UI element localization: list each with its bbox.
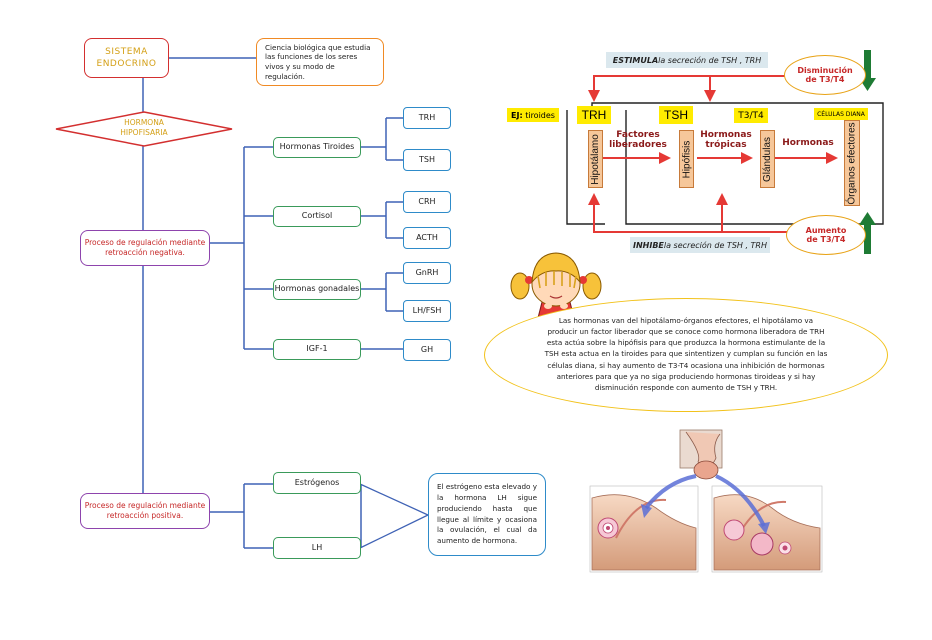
- organ-hipotalamo: Hipotálamo: [588, 130, 603, 188]
- hormone-crh: CRH: [403, 191, 451, 213]
- inhibit-text: la secreción de TSH , TRH: [663, 240, 767, 250]
- decrease-label: Disminución de T3/T4: [797, 65, 853, 84]
- organ-glandulas: Glándulas: [760, 130, 775, 188]
- group-label: Hormonas gonadales: [274, 284, 360, 294]
- arrow-label-hormonas: Hormonas: [782, 138, 834, 148]
- decrease-t3-t4: Disminución de T3/T4: [784, 55, 866, 95]
- group-label: Cortisol: [301, 211, 333, 221]
- root-node-sistema-endocrino: SISTEMA ENDOCRINO: [84, 38, 169, 78]
- definition-box: Ciencia biológica que estudia las funcio…: [256, 38, 384, 86]
- tag-label: TSH: [664, 108, 688, 122]
- increase-label: Aumento de T3/T4: [805, 225, 847, 244]
- tag-celulas-diana: CÉLULAS DIANA: [814, 108, 868, 120]
- root-node-label: SISTEMA ENDOCRINO: [96, 46, 157, 69]
- item-label: Estrógenos: [294, 477, 340, 487]
- definition-text: Ciencia biológica que estudia las funcio…: [265, 42, 371, 81]
- negative-feedback-process: Proceso de regulación mediante retroacci…: [80, 230, 210, 266]
- organ-label: Órganos efectores: [846, 121, 858, 205]
- item-estrogenos: Estrógenos: [273, 472, 361, 494]
- explanation-text: Las hormonas van del hipotálamo-órganos …: [544, 316, 828, 392]
- organ-label: Hipófisis: [681, 140, 693, 178]
- hormone-lh-fsh: LH/FSH: [403, 300, 451, 322]
- ovulation-illustration: [589, 429, 823, 573]
- item-lh: LH: [273, 537, 361, 559]
- hormone-label: GH: [420, 344, 434, 354]
- group-cortisol: Cortisol: [273, 206, 361, 227]
- group-label: IGF-1: [306, 344, 328, 354]
- group-hormonas-tiroides: Hormonas Tiroides: [273, 137, 361, 158]
- stimulate-text: la secreción de TSH , TRH: [658, 55, 762, 65]
- hormone-gnrh: GnRH: [403, 262, 451, 284]
- tag-trh: TRH: [577, 106, 611, 124]
- hormone-trh: TRH: [403, 107, 451, 129]
- arrow-label-factores-liberadores: Factores liberadores: [609, 130, 667, 151]
- hormone-diamond-label: HORMONA HIPOFISARIA: [120, 118, 168, 137]
- example-tag: EJ: tiroides: [507, 108, 559, 122]
- hormone-label: TRH: [418, 112, 436, 122]
- group-igf-1: IGF-1: [273, 339, 361, 360]
- stimulate-banner: ESTIMULA la secreción de TSH , TRH: [606, 52, 768, 68]
- hormone-gh: GH: [403, 339, 451, 361]
- negative-feedback-label: Proceso de regulación mediante retroacci…: [84, 237, 206, 257]
- organ-label: Hipotálamo: [590, 133, 601, 185]
- positive-feedback-note: El estrógeno esta elevado y la hormona L…: [428, 473, 546, 556]
- tag-label: CÉLULAS DIANA: [817, 110, 865, 118]
- hormone-label: CRH: [418, 196, 436, 206]
- arrow-label-hormonas-tropicas: Hormonas trópicas: [700, 130, 752, 151]
- hormone-label: LH/FSH: [412, 305, 442, 315]
- item-label: LH: [311, 542, 323, 552]
- green-up-arrow-icon: [859, 212, 876, 254]
- example-keyword: EJ:: [511, 110, 523, 120]
- group-hormonas-gonadales: Hormonas gonadales: [273, 279, 361, 300]
- hormone-diamond: [55, 111, 233, 147]
- tag-tsh: TSH: [659, 106, 693, 124]
- group-label: Hormonas Tiroides: [279, 142, 355, 152]
- hormone-label: GnRH: [415, 267, 439, 277]
- tag-label: T3/T4: [738, 110, 764, 121]
- hormone-label: TSH: [419, 154, 435, 164]
- organ-hipofisis: Hipófisis: [679, 130, 694, 188]
- tag-t3-t4: T3/T4: [734, 108, 768, 123]
- hormone-acth: ACTH: [403, 227, 451, 249]
- organ-organos-efectores: Órganos efectores: [844, 120, 860, 206]
- positive-feedback-note-text: El estrógeno esta elevado y la hormona L…: [437, 482, 537, 546]
- example-text: tiroides: [525, 110, 555, 120]
- increase-t3-t4: Aumento de T3/T4: [786, 215, 866, 255]
- tag-label: TRH: [581, 108, 607, 122]
- positive-feedback-label: Proceso de regulación mediante retroacci…: [84, 500, 206, 520]
- positive-feedback-process: Proceso de regulación mediante retroacci…: [80, 493, 210, 529]
- inhibit-banner: INHIBE la secreción de TSH , TRH: [630, 237, 770, 253]
- explanation-bubble: Las hormonas van del hipotálamo-órganos …: [484, 298, 888, 412]
- organ-label: Glándulas: [762, 136, 773, 182]
- hormone-label: ACTH: [416, 232, 438, 242]
- cartoon-girl-illustration: [510, 252, 602, 318]
- inhibit-keyword: INHIBE: [632, 240, 664, 250]
- hormone-tsh: TSH: [403, 149, 451, 171]
- stimulate-keyword: ESTIMULA: [612, 55, 659, 65]
